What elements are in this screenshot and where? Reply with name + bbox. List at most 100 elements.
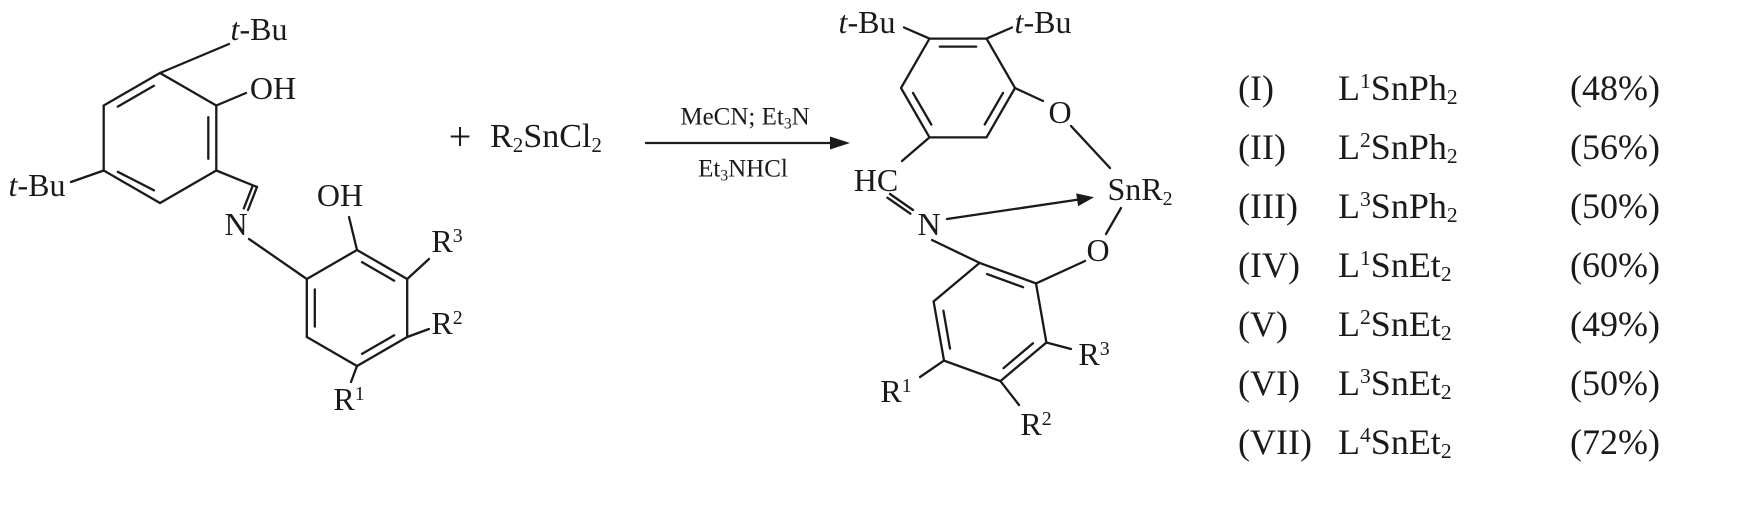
product-yield: (60%) <box>1570 244 1660 285</box>
formula-subscript: 2 <box>1446 85 1458 110</box>
condition-subscript: 3 <box>720 167 729 185</box>
ringB-inner-double-bond <box>1002 342 1035 370</box>
hc-n-double-bond <box>886 196 912 215</box>
imine-nitrogen-label: N <box>224 206 248 242</box>
product-numeral: (VII) <box>1238 421 1312 462</box>
ligand-superscript: 1 <box>1360 245 1371 270</box>
tbu-left-label: t-Bu <box>9 169 66 201</box>
bond-to-r3 <box>406 257 431 281</box>
hc-label: HC <box>853 162 899 198</box>
bond-n-to-ring-bottom <box>930 238 981 265</box>
dative-bond-n-to-sn <box>945 198 1080 221</box>
product-yield: (56%) <box>1570 126 1660 167</box>
r-base: R <box>1020 406 1042 442</box>
r-base: R <box>1078 336 1100 372</box>
ring1-inner-double-bond <box>116 170 156 192</box>
r1-label: R1 <box>333 383 364 415</box>
bond-to-tbu-top <box>158 42 231 75</box>
product-yield: (49%) <box>1570 303 1660 344</box>
bond-to-oh-top <box>215 91 248 107</box>
product-entry: (I) L1SnPh2 (48%) <box>1238 58 1748 117</box>
reaction-arrow <box>644 136 850 150</box>
formula-body: SnEt <box>1370 303 1441 344</box>
product-r3-label: R3 <box>1078 338 1109 370</box>
formula-subscript: 2 <box>1446 144 1458 169</box>
bond-n-to-ring2 <box>247 237 308 281</box>
bond-to-o-top <box>1013 86 1045 103</box>
product-numeral: (III) <box>1238 185 1298 226</box>
dative-bond-arrow-head <box>1076 193 1094 207</box>
r3-label: R3 <box>431 225 462 257</box>
tbu-rest: -Bu <box>17 167 66 203</box>
formula-body: SnPh <box>1370 185 1447 226</box>
reagent-subscript: 2 <box>591 133 602 158</box>
oxygen-bottom-label: O <box>1086 232 1110 268</box>
formula-subscript: 2 <box>1440 439 1452 464</box>
formula-body: SnEt <box>1370 244 1441 285</box>
product-formula: L4SnEt2 <box>1338 421 1570 464</box>
ligand-superscript: 4 <box>1360 422 1371 447</box>
tbu-rest: -Bu <box>847 4 896 40</box>
product-entry: (IV) L1SnEt2 (60%) <box>1238 235 1748 294</box>
bond-to-r3 <box>1045 341 1073 351</box>
bond-to-ch <box>215 169 259 189</box>
r-base: R <box>431 305 453 341</box>
product-formula: L1SnEt2 <box>1338 244 1570 287</box>
ligand-superscript: 2 <box>1360 304 1371 329</box>
benzene-ring-2 <box>305 248 409 368</box>
r-base: R <box>880 373 902 409</box>
nitrogen-label: N <box>917 206 941 242</box>
condition-subscript: 3 <box>783 115 792 133</box>
product-numeral: (I) <box>1238 67 1274 108</box>
product-numeral: (V) <box>1238 303 1288 344</box>
reagent-part: R <box>490 118 513 155</box>
ringB-inner-double-bond <box>985 272 1025 289</box>
r-superscript: 1 <box>354 383 365 406</box>
product-formula: L3SnPh2 <box>1338 185 1570 228</box>
ringT-inner-double-bond <box>911 91 933 126</box>
r-superscript: 1 <box>901 375 912 398</box>
formula-subscript: 2 <box>1446 203 1458 228</box>
ligand-symbol: L <box>1338 303 1360 344</box>
formula-subscript: 2 <box>1440 262 1452 287</box>
condition-part: N <box>791 103 810 131</box>
product-yield: (50%) <box>1570 185 1660 226</box>
ligand-symbol: L <box>1338 362 1360 403</box>
ring2-inner-double-bond <box>360 334 396 356</box>
formula-body: SnPh <box>1370 67 1447 108</box>
sn-subscript: 2 <box>1162 187 1173 210</box>
oh-top-label: OH <box>249 70 297 106</box>
product-numeral: (IV) <box>1238 244 1300 285</box>
product-yield: (72%) <box>1570 421 1660 462</box>
ring2-inner-double-bond <box>360 260 396 282</box>
r-superscript: 3 <box>1099 338 1110 361</box>
product-r2-label: R2 <box>1020 408 1051 440</box>
benzene-ring-1 <box>102 71 218 205</box>
ringB-inner-double-bond <box>942 309 952 350</box>
formula-subscript: 2 <box>1440 380 1452 405</box>
bond-to-tbu-right <box>985 26 1014 40</box>
bond-to-r2 <box>406 327 431 339</box>
formula-body: SnPh <box>1370 126 1447 167</box>
bond-o-to-sn <box>1069 124 1112 170</box>
product-entry: (V) L2SnEt2 (49%) <box>1238 294 1748 353</box>
formula-body: SnEt <box>1370 362 1441 403</box>
product-yield: (48%) <box>1570 67 1660 108</box>
product-entry: (VII) L4SnEt2 (72%) <box>1238 412 1748 471</box>
ligand-symbol: L <box>1338 421 1360 462</box>
bond-to-oh-ring2 <box>347 215 359 252</box>
conditions-above-arrow: MeCN; Et3N <box>680 103 810 133</box>
ligand-symbol: L <box>1338 126 1360 167</box>
bond-to-r1 <box>349 364 359 384</box>
reagent-subscript: 2 <box>512 133 524 158</box>
tbu-italic-t: t <box>1014 4 1024 40</box>
sn-base: SnR <box>1107 171 1163 207</box>
formula-subscript: 2 <box>1440 321 1452 346</box>
tbu-italic-t: t <box>838 4 848 40</box>
left-ligand-structure <box>69 42 431 384</box>
ligand-superscript: 1 <box>1360 68 1371 93</box>
product-numeral: (VI) <box>1238 362 1300 403</box>
imine-double-bond <box>246 185 259 212</box>
product-formula: L3SnEt2 <box>1338 362 1570 405</box>
product-formula: L1SnPh2 <box>1338 67 1570 110</box>
